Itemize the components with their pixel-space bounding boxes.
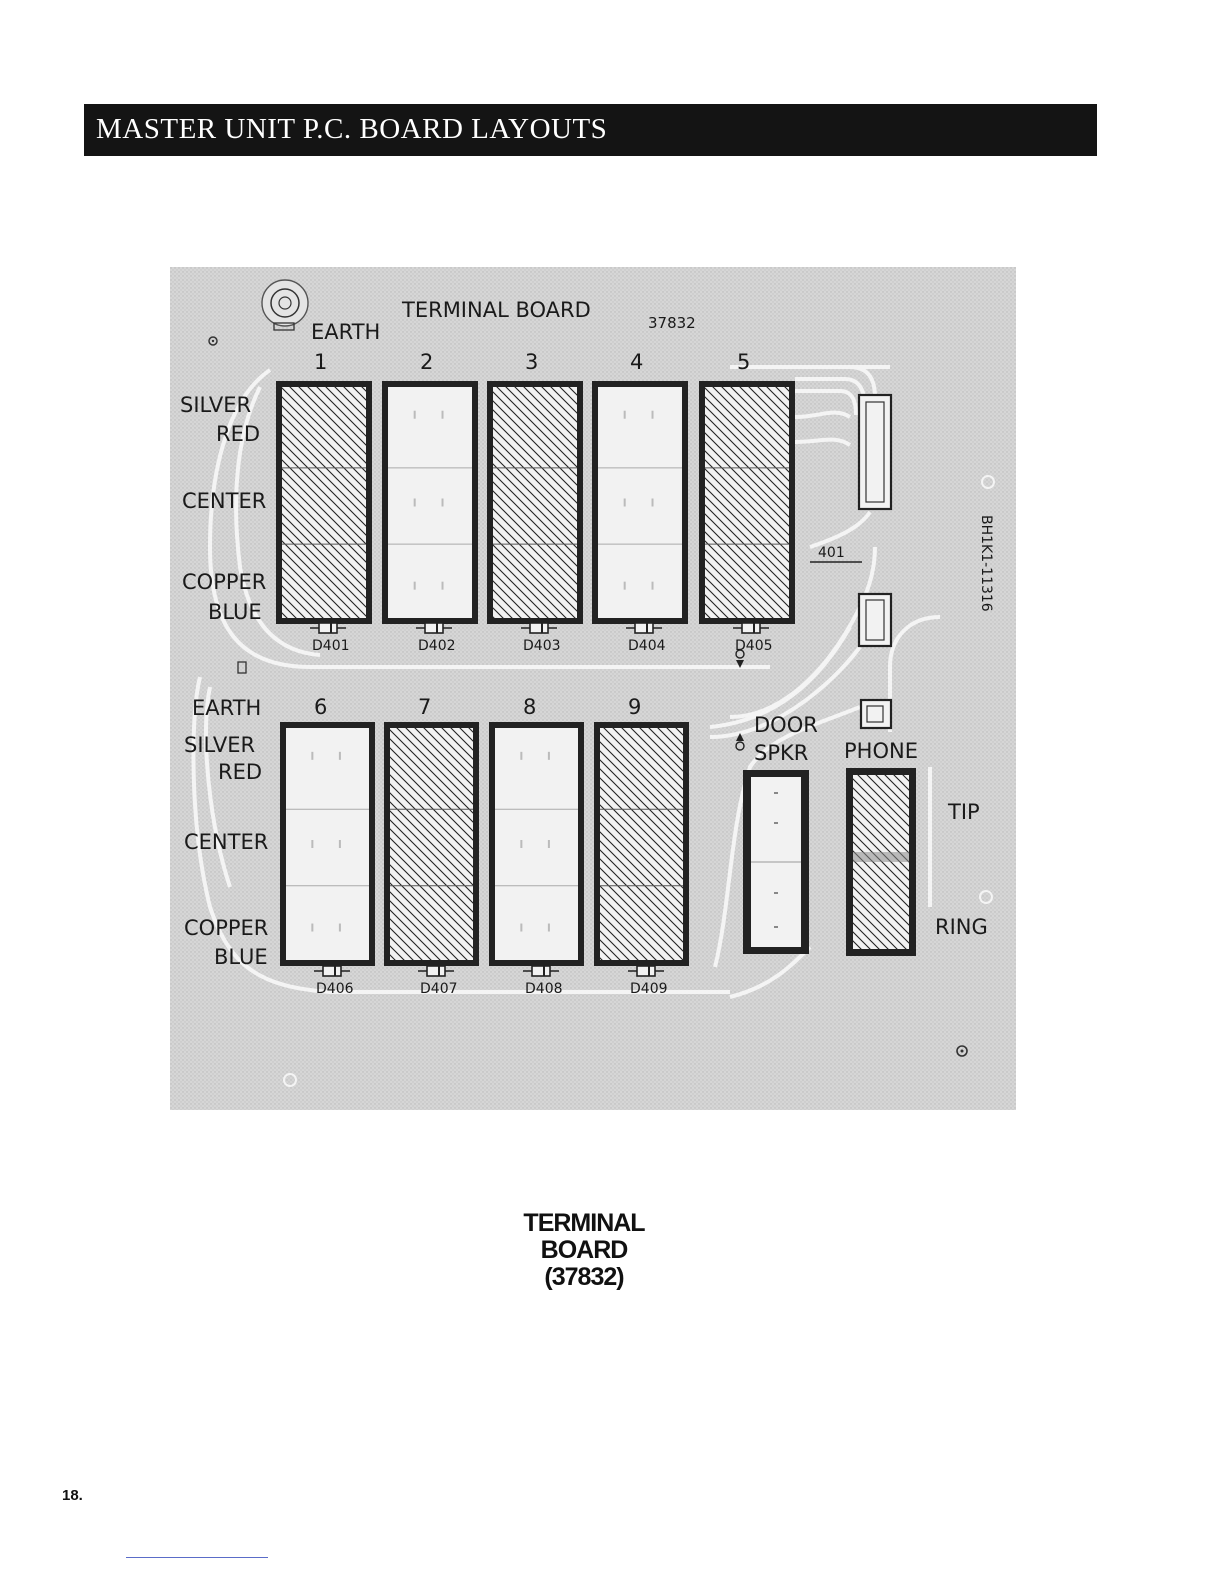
top-terminal-number-5: 5 [737,350,750,374]
caption-line-1: TERMINAL [434,1210,734,1237]
top-diode-1: D401 [310,623,350,654]
caption-line-3: (37832) [434,1264,734,1291]
wire-label-copper-top: COPPER [182,570,266,594]
top-diode-label-1: D401 [312,638,350,654]
wire-label-red-top: RED [216,422,260,446]
bottom-diode-6: D406 [314,966,354,997]
top-diode-label-4: D404 [628,638,666,654]
ring-label: RING [935,915,988,939]
speaker-label: SPKR [754,741,808,765]
top-diode-2: D402 [416,623,456,654]
board-code-rotated: BH1K1-11316 [978,515,994,612]
header-connector-phone [861,700,891,728]
earth-label-top: EARTH [311,320,380,344]
top-terminal-1 [276,381,372,624]
wire-label-blue-bottom: BLUE [214,945,268,969]
wire-label-copper-bottom: COPPER [184,916,268,940]
header-connector-8pin [859,395,891,509]
bottom-diode-label-9: D409 [630,981,668,997]
section-title: MASTER UNIT P.C. BOARD LAYOUTS [96,113,607,146]
wire-label-silver-bottom: SILVER [184,733,255,757]
bottom-terminal-number-9: 9 [628,695,641,719]
header-connector-3pin [859,594,891,646]
section-header: MASTER UNIT P.C. BOARD LAYOUTS [84,104,1097,156]
door-speaker-terminal [743,770,809,954]
wire-label-red-bottom: RED [218,760,262,784]
board-title: TERMINAL BOARD [401,298,591,322]
page-number: 18. [62,1487,83,1504]
bottom-terminal-number-7: 7 [418,695,431,719]
footer-rule [126,1557,268,1558]
door-label: DOOR [754,713,818,737]
wire-label-silver-top: SILVER [180,393,251,417]
top-terminal-row [276,381,795,624]
bottom-terminal-8 [489,722,584,966]
top-diode-3: D403 [521,623,561,654]
bottom-terminal-number-6: 6 [314,695,327,719]
top-terminal-2 [382,381,478,624]
top-diode-4: D404 [626,623,666,654]
bottom-terminal-7 [384,722,479,966]
bottom-diode-label-7: D407 [420,981,458,997]
top-terminal-number-3: 3 [525,350,538,374]
tip-label: TIP [947,800,980,824]
connector-label: 401 [818,545,845,561]
bottom-diode-8: D408 [523,966,563,997]
bottom-terminal-9 [594,722,689,966]
top-terminal-3 [487,381,583,624]
phone-terminal [846,768,916,956]
top-diode-5: D405 [733,623,773,654]
top-terminal-number-1: 1 [314,350,327,374]
top-terminal-number-4: 4 [630,350,643,374]
caption-line-2: BOARD [434,1237,734,1264]
bottom-diode-label-6: D406 [316,981,354,997]
top-terminal-5 [699,381,795,624]
board-part-number: 37832 [648,314,696,332]
top-terminal-4 [592,381,688,624]
bottom-terminal-number-8: 8 [523,695,536,719]
top-diode-label-5: D405 [735,638,773,654]
earth-label-bottom: EARTH [192,696,261,720]
wire-label-blue-top: BLUE [208,600,262,624]
wire-label-center-top: CENTER [182,489,266,513]
bottom-diode-9: D409 [628,966,668,997]
top-diode-label-3: D403 [523,638,561,654]
top-diode-label-2: D402 [418,638,456,654]
bottom-diode-7: D407 [418,966,458,997]
bottom-terminal-6 [280,722,375,966]
wire-label-center-bottom: CENTER [184,830,268,854]
top-terminal-number-2: 2 [420,350,433,374]
phone-label: PHONE [844,739,918,763]
bottom-diode-label-8: D408 [525,981,563,997]
figure-caption: TERMINAL BOARD (37832) [434,1210,734,1291]
